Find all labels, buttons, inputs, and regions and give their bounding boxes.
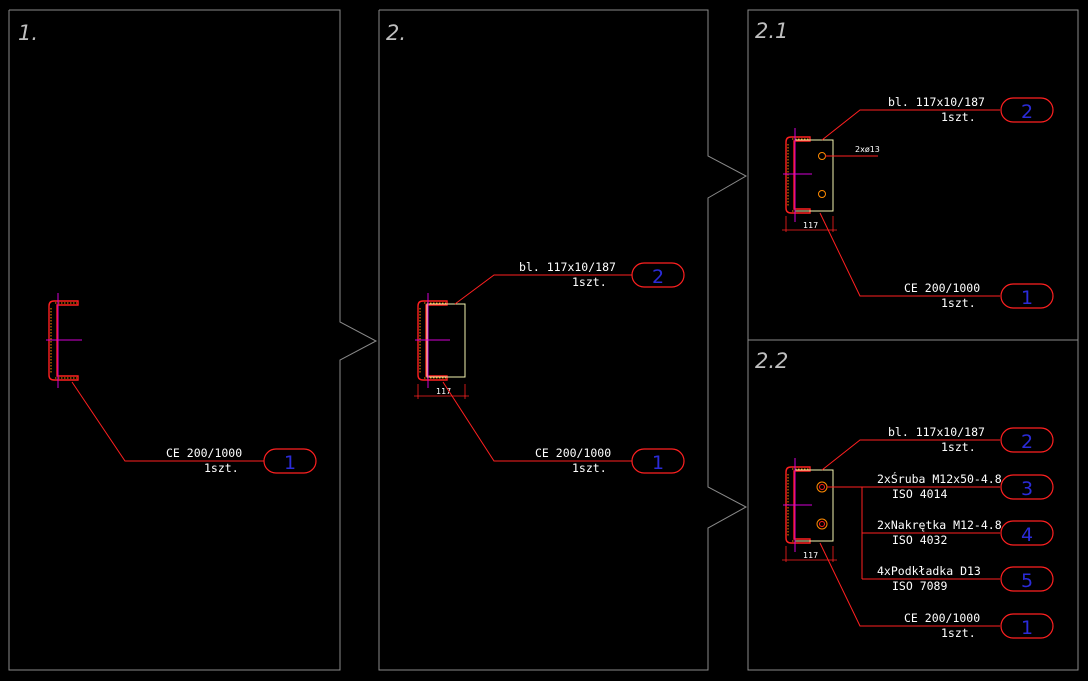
panel-2-label: 2. xyxy=(386,21,406,45)
panel-2-2-channel-section xyxy=(783,458,834,552)
panel-2-channel-section xyxy=(415,293,466,388)
panel-2-2-leader-ce xyxy=(819,542,1000,627)
panel-2-1-leader-plate xyxy=(821,109,1000,141)
panel-2-2-dim-117: 117 xyxy=(803,551,818,560)
panel-2-1-hole-note: 2xø13 xyxy=(855,145,880,154)
panel-1-frame xyxy=(8,9,378,671)
panel-2-2-ce-qty: 1szt. xyxy=(941,626,976,640)
panel-2-2-bubble-1[interactable]: 1 xyxy=(1000,613,1054,639)
panel-2-2-washer-std: ISO 7089 xyxy=(892,579,947,593)
panel-2-2-ce-label: CE 200/1000 xyxy=(904,611,980,625)
panel-2-leader-ce xyxy=(442,381,632,462)
panel-2-ce-qty: 1szt. xyxy=(572,461,607,475)
panel-2-2-frame xyxy=(747,339,1079,671)
panel-1-label: 1. xyxy=(18,21,38,45)
svg-text:2: 2 xyxy=(1021,431,1033,453)
panel-2-bubble-1[interactable]: 1 xyxy=(631,448,685,474)
panel-2-2-bubble-3[interactable]: 3 xyxy=(1000,474,1054,500)
panel-2-2-leader-bolt-group xyxy=(827,486,1000,580)
panel-2-1-ce-qty: 1szt. xyxy=(941,296,976,310)
svg-text:2: 2 xyxy=(652,266,664,288)
panel-1-bubble-1[interactable]: 1 xyxy=(263,448,317,474)
svg-text:3: 3 xyxy=(1021,478,1033,500)
panel-2-1-plate-qty: 1szt. xyxy=(941,110,976,124)
panel-2-2-plate-qty: 1szt. xyxy=(941,440,976,454)
svg-text:1: 1 xyxy=(652,452,664,474)
panel-2-1-channel-section xyxy=(783,128,834,222)
panel-2-1-bubble-2[interactable]: 2 xyxy=(1000,97,1054,123)
panel-2-ce-label: CE 200/1000 xyxy=(535,446,611,460)
panel-2-2-nut-std: ISO 4032 xyxy=(892,533,947,547)
svg-text:1: 1 xyxy=(1021,617,1033,639)
svg-text:1: 1 xyxy=(1021,287,1033,309)
panel-2-1-label: 2.1 xyxy=(755,19,788,43)
panel-1-leader-ce xyxy=(71,381,264,462)
panel-2-2-washer-label: 4xPodkładka D13 xyxy=(877,564,981,578)
panel-1-ce-label: CE 200/1000 xyxy=(166,446,242,460)
panel-2-1-ce-label: CE 200/1000 xyxy=(904,281,980,295)
panel-2-2-nut-label: 2xNakrętka M12-4.8 xyxy=(877,518,1002,532)
svg-text:5: 5 xyxy=(1021,570,1033,592)
panel-2-2-plate-label: bl. 117x10/187 xyxy=(888,425,985,439)
panel-2-leader-plate xyxy=(454,274,632,305)
panel-2-2-bubble-5[interactable]: 5 xyxy=(1000,566,1054,592)
panel-2-1-plate-label: bl. 117x10/187 xyxy=(888,95,985,109)
panel-2-2-bolt-label: 2xŚruba M12x50-4.8 xyxy=(877,471,1002,486)
panel-2-2-bolt-std: ISO 4014 xyxy=(892,487,947,501)
panel-2-frame xyxy=(378,9,748,671)
panel-2-bubble-2[interactable]: 2 xyxy=(631,262,685,288)
panel-2-plate-label: bl. 117x10/187 xyxy=(519,260,616,274)
svg-text:2: 2 xyxy=(1021,101,1033,123)
panel-2-2-label: 2.2 xyxy=(755,349,788,373)
panel-2-1-dim-117: 117 xyxy=(803,221,818,230)
panel-2-dim-117: 117 xyxy=(436,387,451,396)
panel-2-1-leader-ce xyxy=(819,212,1000,297)
panel-2-2-leader-plate xyxy=(821,439,1000,471)
panel-2-2-bubble-4[interactable]: 4 xyxy=(1000,520,1054,546)
panel-2-plate-qty: 1szt. xyxy=(572,275,607,289)
svg-text:4: 4 xyxy=(1021,524,1033,546)
svg-text:1: 1 xyxy=(284,452,296,474)
panel-2-dimension xyxy=(414,384,469,399)
panel-1-ce-qty: 1szt. xyxy=(204,461,239,475)
panel-1-channel-section xyxy=(46,293,82,388)
panel-2-1-bubble-1[interactable]: 1 xyxy=(1000,283,1054,309)
panel-2-2-bubble-2[interactable]: 2 xyxy=(1000,427,1054,453)
